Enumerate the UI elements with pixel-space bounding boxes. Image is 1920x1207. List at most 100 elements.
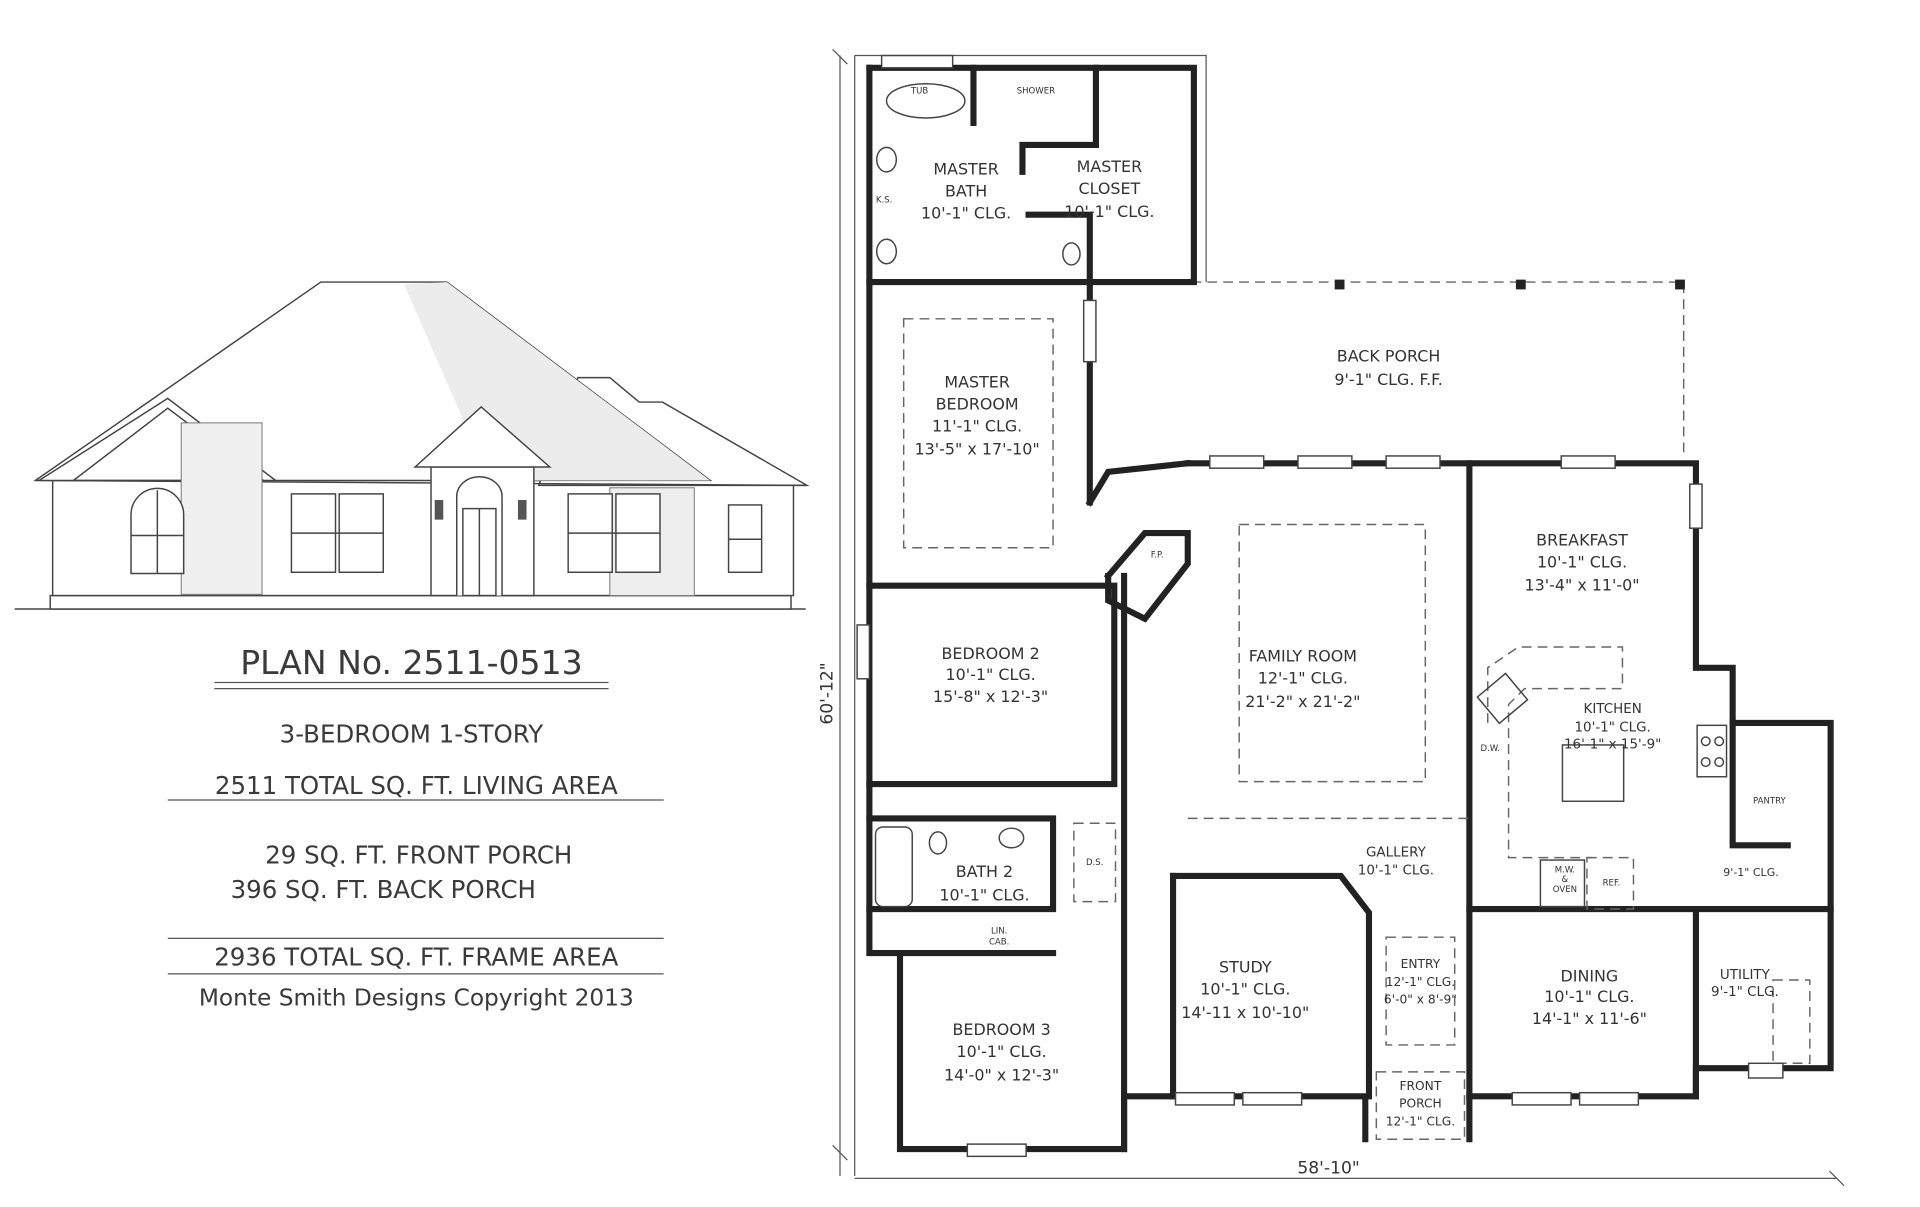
foundation <box>49 594 792 610</box>
lantern-left <box>434 500 444 520</box>
window <box>1242 1091 1303 1106</box>
room-utility: UTILITY 9'-1" CLG. <box>1711 968 1779 1000</box>
mw-oven-label: & <box>1562 875 1569 885</box>
room-size: 14'-1" x 11'-6" <box>1532 1009 1647 1028</box>
room-name: STUDY <box>1219 958 1272 977</box>
dim-tick <box>832 48 848 65</box>
entry-ceiling <box>1385 936 1456 1046</box>
bathtub-icon <box>874 826 913 908</box>
window <box>1747 1062 1784 1079</box>
pantry-wall <box>1729 719 1791 849</box>
porch-post <box>1675 279 1685 290</box>
plan-number: PLAN No. 2511-0513 <box>240 643 582 682</box>
ceiling-height: 10'-1" CLG. <box>1575 720 1651 735</box>
shower-wall <box>1019 64 1099 175</box>
tub-icon <box>885 82 966 119</box>
porch-post <box>1334 279 1345 290</box>
front-elevation-drawing <box>14 281 810 610</box>
back-porch-outline <box>1095 281 1685 454</box>
kitchen-island <box>1561 744 1625 802</box>
room-master-bath: MASTER BATH 10'-1" CLG. <box>921 159 1011 222</box>
ceiling-height: 10'-1" CLG. <box>1544 987 1634 1006</box>
room-name: UTILITY <box>1720 968 1771 983</box>
room-family-room: FAMILY ROOM 12'-1" CLG. 21'-2" x 21'-2" <box>1245 647 1360 711</box>
room-name: FRONT <box>1400 1079 1442 1093</box>
front-porch-area: 29 SQ. FT. FRONT PORCH <box>265 841 572 870</box>
ceiling-height: 12'-1" CLG. <box>1386 1115 1455 1129</box>
mw-oven-label: M.W. <box>1555 865 1575 875</box>
window <box>1511 1091 1572 1106</box>
sink-icon <box>876 238 898 265</box>
room-size: 14'-0" x 12'-3" <box>944 1065 1059 1084</box>
copyright: Monte Smith Designs Copyright 2013 <box>199 985 634 1012</box>
ds-label: D.S. <box>1086 858 1103 868</box>
room-gallery: GALLERY 10'-1" CLG. <box>1358 845 1434 878</box>
ceiling-height: 10'-1" CLG. <box>1358 864 1434 879</box>
ceiling-height: 10'-1" CLG. <box>939 885 1029 904</box>
double-sink-icon <box>1476 672 1529 725</box>
window <box>1578 1091 1640 1106</box>
room-bath-2: BATH 2 10'-1" CLG. <box>939 862 1029 904</box>
window <box>1082 299 1097 363</box>
dishwasher-label: D.W. <box>1480 744 1500 754</box>
room-size: 15'-8" x 12'-3" <box>933 687 1048 706</box>
window <box>1209 455 1265 469</box>
mw-oven-label: OVEN <box>1553 885 1577 895</box>
room-master-bedroom: MASTER BEDROOM 11'-1" CLG. 13'-5" x 17'-… <box>915 372 1040 458</box>
room-size: 21'-2" x 21'-2" <box>1245 692 1360 711</box>
burner-icon <box>1714 736 1725 747</box>
window <box>1560 455 1616 469</box>
room-back-porch: BACK PORCH 9'-1" CLG. F.F. <box>1334 347 1442 389</box>
cooktop-icon <box>1696 724 1728 778</box>
outer-line <box>854 54 1207 283</box>
pantry-label: PANTRY <box>1753 797 1787 807</box>
room-name: MASTER <box>944 372 1010 391</box>
window <box>1174 1091 1236 1106</box>
room-name: FAMILY ROOM <box>1249 647 1357 666</box>
window <box>966 1143 1027 1158</box>
room-size: 16'-1" x 15'-9" <box>1564 738 1661 753</box>
room-name: MASTER <box>1077 157 1143 176</box>
ceiling-height: 11'-1" CLG. <box>932 416 1022 435</box>
room-name: BEDROOM <box>936 394 1019 413</box>
window <box>1689 483 1703 529</box>
burner-icon <box>1700 757 1711 768</box>
stone-veneer-left <box>180 422 263 595</box>
room-master-closet: MASTER CLOSET 10'-1" CLG. <box>1064 157 1154 221</box>
fireplace-label: F.P. <box>1151 551 1164 561</box>
toilet-icon <box>928 831 948 855</box>
room-size: 13'-5" x 17'-10" <box>915 440 1040 459</box>
mw-oven-cabinet <box>1539 859 1586 908</box>
room-name: BEDROOM 3 <box>953 1020 1051 1039</box>
width-dimension: 58'-10" <box>1297 1159 1359 1179</box>
shower-label: SHOWER <box>1017 87 1055 97</box>
frame-area: 2936 TOTAL SQ. FT. FRAME AREA <box>214 942 618 971</box>
sink-icon <box>876 146 898 173</box>
tray-ceiling-master <box>902 318 1054 549</box>
ceiling-height: 10'-1" CLG. <box>1064 202 1154 221</box>
room-name: BATH 2 <box>956 862 1013 881</box>
dim-tick <box>832 1144 848 1161</box>
dim-tick <box>1828 1170 1845 1187</box>
entry-gable <box>413 405 552 468</box>
ceiling-height: 10'-1" CLG. <box>1537 552 1627 571</box>
ceiling-height: 10'-1" CLG. <box>921 203 1011 222</box>
ds-box <box>1073 822 1117 903</box>
window <box>1297 455 1353 469</box>
front-porch-outline <box>1375 1071 1466 1140</box>
eave-line <box>35 479 807 487</box>
plan-type: 3-BEDROOM 1-STORY <box>280 719 544 748</box>
ceiling-height: 12'-1" CLG. <box>1386 975 1455 989</box>
ceiling-height: 10'-1" CLG. <box>1200 980 1290 999</box>
back-porch-area: 396 SQ. FT. BACK PORCH <box>231 875 536 904</box>
room-name: BACK PORCH <box>1337 347 1441 366</box>
ceiling-height: 10'-1" CLG. <box>946 665 1036 684</box>
room-size: 6'-0" x 8'-9" <box>1384 992 1457 1006</box>
floor-plan: 60'-12" 58'-10" MASTER BATH 10'-1" CLG. … <box>818 48 1845 1187</box>
room-bedroom-2: BEDROOM 2 10'-1" CLG. 15'-8" x 12'-3" <box>933 644 1048 706</box>
fireplace-wall <box>1103 530 1191 623</box>
room-name: KITCHEN <box>1584 702 1642 717</box>
tray-ceiling-family <box>1238 523 1427 783</box>
bath2-wall <box>866 815 1057 913</box>
